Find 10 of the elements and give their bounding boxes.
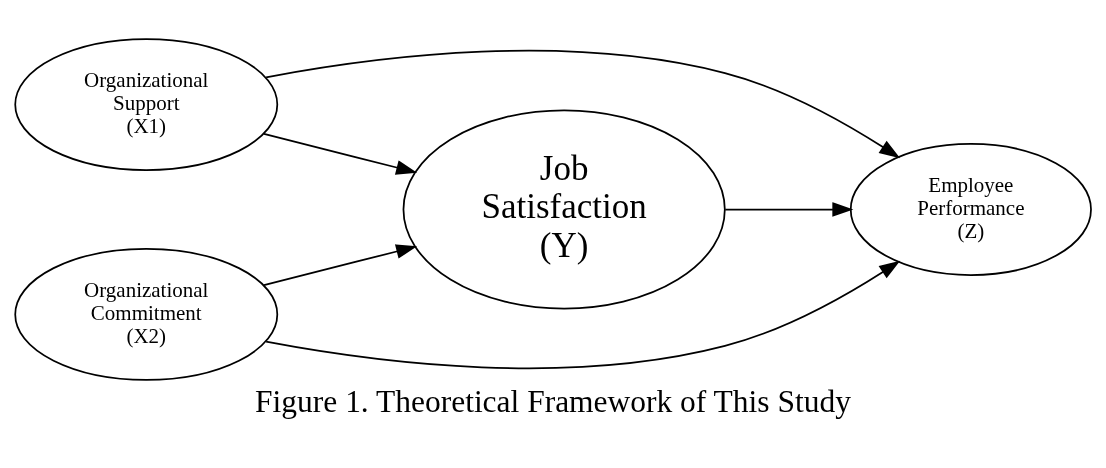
arrow — [263, 244, 418, 286]
caption: Figure 1. Theoretical Framework of This Study — [255, 384, 851, 420]
arrow — [265, 260, 901, 370]
node-ellipse: Organizational Commitment (X2) — [14, 248, 279, 381]
arrow — [724, 202, 854, 217]
node-ellipse: Job Satisfaction (Y) — [402, 109, 726, 310]
node-ellipse: Organizational Support (X1) — [14, 38, 279, 171]
arrow — [265, 49, 901, 159]
node-ellipse: Employee Performance (Z) — [849, 143, 1092, 276]
arrow — [263, 133, 418, 175]
